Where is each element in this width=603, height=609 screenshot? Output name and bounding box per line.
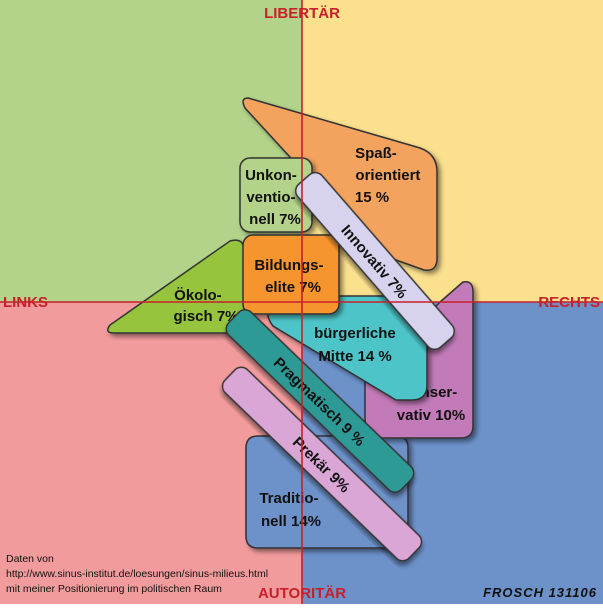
milieu-traditionell-label: Traditio- nell 14% <box>259 490 322 530</box>
source-note-line-3: mit meiner Positionierung im politischen… <box>6 583 222 595</box>
milieu-oekologisch-label: Ökolo- gisch 7% <box>173 287 238 325</box>
source-note-url: http://www.sinus-institut.de/loesungen/s… <box>6 568 268 580</box>
axis-label-bottom: AUTORITÄR <box>258 585 346 602</box>
milieu-bildungselite: Bildungs- elite 7% <box>242 234 340 315</box>
milieu-spassorientiert: Spaß- orientiert 15 % <box>242 97 438 271</box>
milieu-unkonventionell-label: Unkon- ventio- nell 7% <box>245 167 301 228</box>
author-signature: FROSCH 131106 <box>483 585 597 600</box>
axis-label-left: LINKS <box>3 294 48 311</box>
axis-label-right: RECHTS <box>538 294 600 311</box>
source-note-line-1: Daten von <box>6 553 54 565</box>
axis-label-top: LIBERTÄR <box>264 5 340 22</box>
milieu-spassorientiert-label: Spaß- orientiert 15 % <box>355 145 425 206</box>
milieu-bildungselite-label: Bildungs- elite 7% <box>254 257 327 296</box>
milieu-unkonventionell: Unkon- ventio- nell 7% <box>239 157 313 233</box>
milieu-prekaer: Prekär 9% <box>221 366 423 562</box>
milieu-buergerliche-mitte-label: bürgerliche Mitte 14 % <box>314 325 400 365</box>
